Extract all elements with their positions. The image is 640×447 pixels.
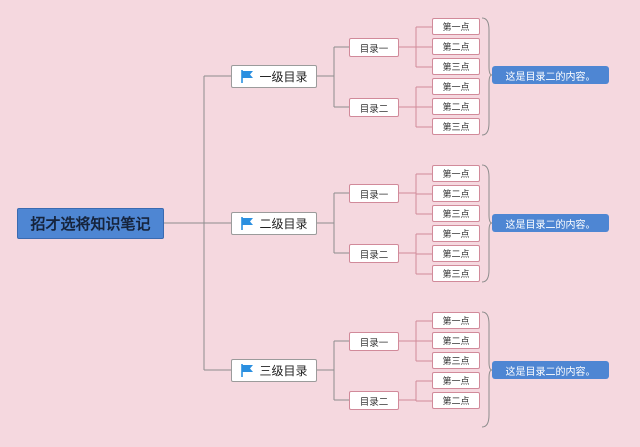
subtopic-label: 目录一 [359, 337, 389, 349]
flag-icon [241, 364, 254, 377]
point-label: 第二点 [442, 43, 470, 53]
subtopic-label: 目录一 [359, 189, 389, 201]
summary-note[interactable]: 这是目录二的内容。 [492, 66, 609, 84]
subtopic-dir-1[interactable]: 目录一 [349, 38, 399, 57]
topic-level-1-label: 一级目录 [259, 70, 308, 84]
subtopic-dir-2[interactable]: 目录二 [349, 244, 399, 263]
point-label: 第一点 [442, 170, 470, 180]
subtopic-dir-2[interactable]: 目录二 [349, 98, 399, 117]
flag-icon [241, 217, 254, 230]
subtopic-label: 目录二 [359, 103, 389, 115]
point-item[interactable]: 第二点 [432, 245, 480, 262]
subtopic-label: 目录一 [359, 43, 389, 55]
point-item[interactable]: 第一点 [432, 312, 480, 329]
subtopic-label: 目录二 [359, 396, 389, 408]
flag-icon [241, 70, 254, 83]
topic-level-3[interactable]: 三级目录 [231, 359, 317, 382]
summary-note-text: 这是目录二的内容。 [505, 71, 596, 83]
summary-note-text: 这是目录二的内容。 [505, 219, 596, 231]
point-item[interactable]: 第一点 [432, 225, 480, 242]
topic-level-3-label: 三级目录 [259, 364, 308, 378]
point-label: 第一点 [442, 317, 470, 327]
point-label: 第一点 [442, 230, 470, 240]
point-label: 第一点 [442, 83, 470, 93]
root-topic[interactable]: 招才选将知识笔记 [17, 208, 164, 239]
point-item[interactable]: 第二点 [432, 332, 480, 349]
point-label: 第三点 [442, 210, 470, 220]
point-item[interactable]: 第二点 [432, 98, 480, 115]
point-label: 第二点 [442, 103, 470, 113]
point-item[interactable]: 第三点 [432, 352, 480, 369]
summary-note[interactable]: 这是目录二的内容。 [492, 361, 609, 379]
subtopic-dir-1[interactable]: 目录一 [349, 184, 399, 203]
topic-level-2[interactable]: 二级目录 [231, 212, 317, 235]
subtopic-dir-2[interactable]: 目录二 [349, 391, 399, 410]
point-item[interactable]: 第二点 [432, 392, 480, 409]
subtopic-label: 目录二 [359, 249, 389, 261]
point-label: 第一点 [442, 23, 470, 33]
point-label: 第三点 [442, 357, 470, 367]
summary-brace [481, 311, 493, 428]
point-item[interactable]: 第三点 [432, 265, 480, 282]
point-item[interactable]: 第一点 [432, 372, 480, 389]
point-label: 第二点 [442, 190, 470, 200]
subtopic-dir-1[interactable]: 目录一 [349, 332, 399, 351]
summary-note-text: 这是目录二的内容。 [505, 366, 596, 378]
point-label: 第二点 [442, 250, 470, 260]
point-item[interactable]: 第一点 [432, 78, 480, 95]
topic-level-2-label: 二级目录 [259, 217, 308, 231]
point-item[interactable]: 第二点 [432, 38, 480, 55]
summary-note[interactable]: 这是目录二的内容。 [492, 214, 609, 232]
summary-brace [481, 17, 493, 136]
point-item[interactable]: 第一点 [432, 18, 480, 35]
point-item[interactable]: 第二点 [432, 185, 480, 202]
summary-brace [481, 164, 493, 283]
point-item[interactable]: 第三点 [432, 58, 480, 75]
point-label: 第二点 [442, 397, 470, 407]
point-item[interactable]: 第一点 [432, 165, 480, 182]
point-label: 第三点 [442, 270, 470, 280]
point-label: 第一点 [442, 377, 470, 387]
point-label: 第二点 [442, 337, 470, 347]
topic-level-1[interactable]: 一级目录 [231, 65, 317, 88]
point-item[interactable]: 第三点 [432, 205, 480, 222]
point-item[interactable]: 第三点 [432, 118, 480, 135]
point-label: 第三点 [442, 123, 470, 133]
point-label: 第三点 [442, 63, 470, 73]
root-topic-label: 招才选将知识笔记 [30, 215, 151, 233]
